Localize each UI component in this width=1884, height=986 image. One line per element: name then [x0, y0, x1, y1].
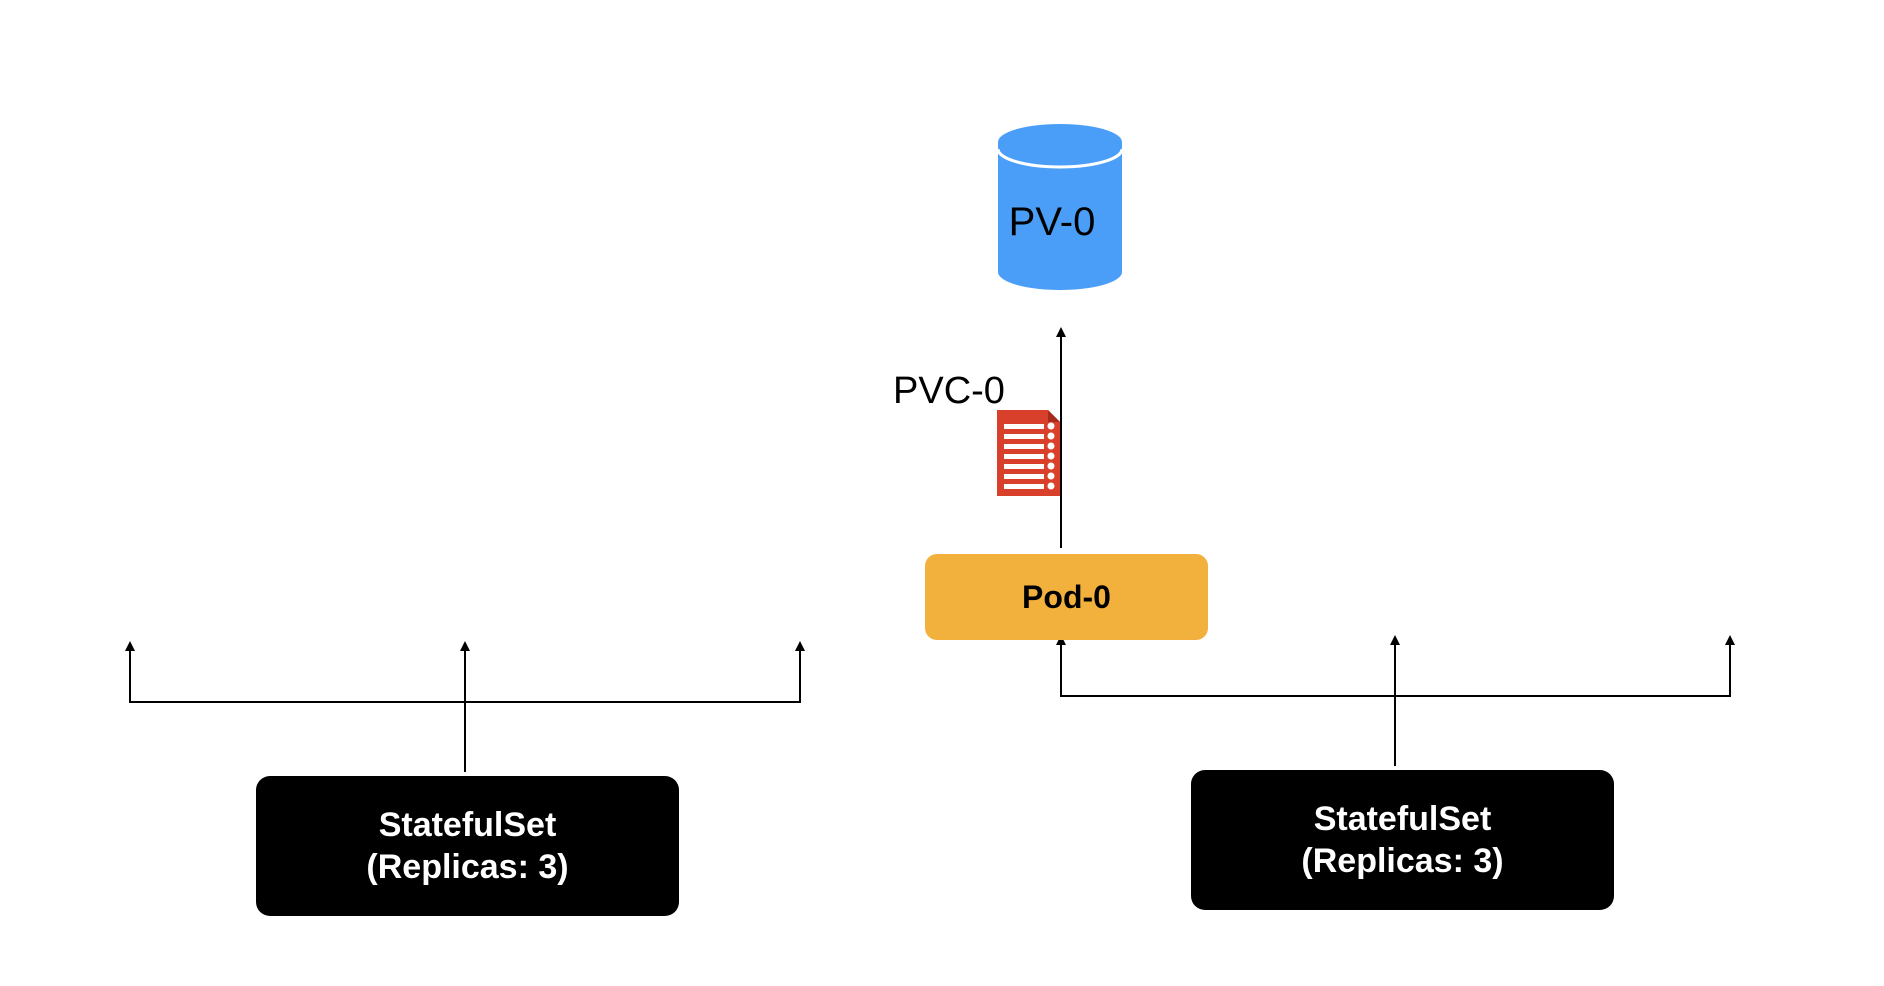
left-statefulset-title: StatefulSet: [378, 806, 557, 844]
left-statefulset-replicas: (Replicas: 3): [366, 848, 569, 886]
left-statefulset-node[interactable]: StatefulSet (Replicas: 3): [256, 776, 679, 916]
pv-label: PV-0: [1008, 200, 1096, 244]
right-statefulset-replicas: (Replicas: 3): [1301, 842, 1504, 880]
left-fanout-connector: [125, 641, 805, 772]
database-cylinder-icon: [996, 124, 1124, 290]
right-statefulset-title: StatefulSet: [1313, 800, 1492, 838]
document-list-icon: [997, 410, 1060, 496]
right-fanout-connector: [1056, 635, 1735, 766]
pod-node[interactable]: Pod-0: [925, 554, 1208, 640]
right-statefulset-node[interactable]: StatefulSet (Replicas: 3): [1191, 770, 1614, 910]
pvc-label: PVC-0: [893, 370, 1005, 412]
pod-label: Pod-0: [1022, 578, 1111, 615]
